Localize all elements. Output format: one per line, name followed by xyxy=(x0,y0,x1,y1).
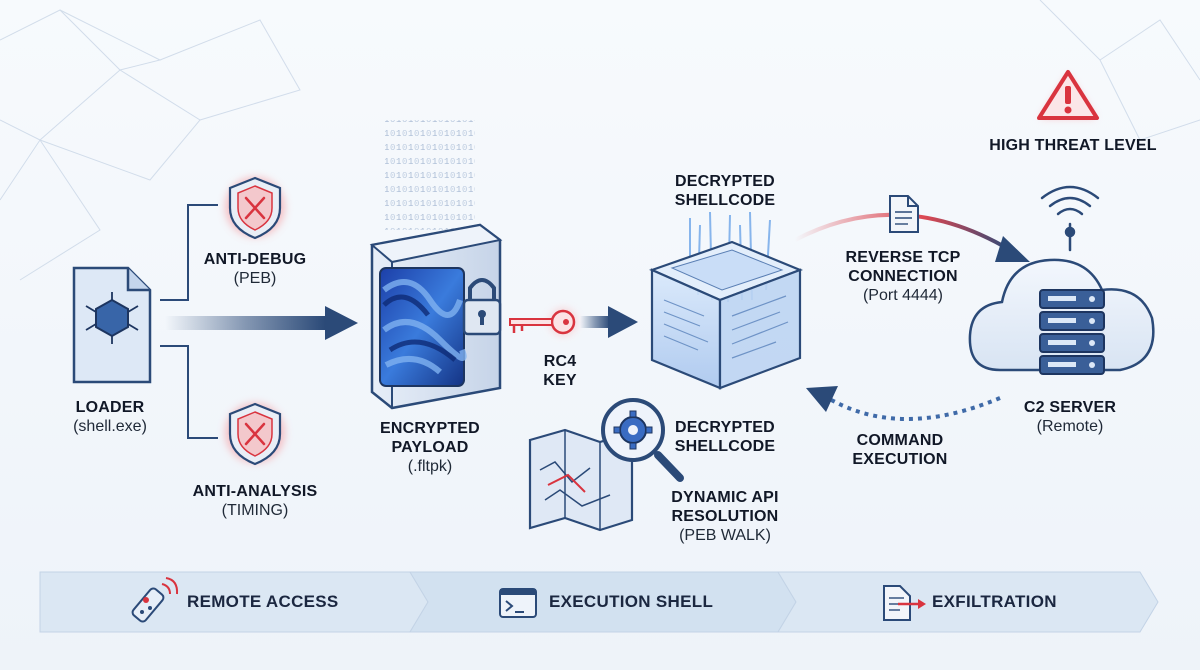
anti-analysis-shield-icon xyxy=(225,402,285,466)
anti-analysis-title: ANTI-ANALYSIS xyxy=(192,483,318,500)
flow-arrow-key-to-shellcode xyxy=(580,306,638,338)
anti-analysis-label: ANTI-ANALYSIS (TIMING) xyxy=(180,482,330,520)
command-execution-arrow xyxy=(806,386,1001,421)
decrypted-top-line-1: DECRYPTED xyxy=(675,173,775,190)
anti-debug-subtitle: (PEB) xyxy=(233,270,277,288)
warning-triangle-icon xyxy=(1037,70,1099,120)
reverse-tcp-label: REVERSE TCP CONNECTION (Port 4444) xyxy=(828,248,978,306)
remote-control-icon xyxy=(131,577,179,623)
threat-level-text: HIGH THREAT LEVEL xyxy=(989,137,1157,154)
encrypted-payload-title-1: ENCRYPTED xyxy=(380,420,480,437)
anti-analysis-subtitle: (TIMING) xyxy=(221,502,289,520)
anti-debug-shield-icon xyxy=(225,176,285,240)
encrypted-payload-box xyxy=(369,223,503,410)
padlock-icon xyxy=(462,278,502,336)
loader-label: LOADER (shell.exe) xyxy=(40,398,180,436)
rc4-key-label: RC4 KEY xyxy=(525,352,595,390)
decrypted-shellcode-cube xyxy=(649,240,804,390)
decrypted-bottom-line-2: SHELLCODE xyxy=(674,438,776,456)
reverse-tcp-line-2: CONNECTION xyxy=(848,268,958,286)
map-icon xyxy=(528,428,634,532)
loader-title: LOADER xyxy=(75,399,145,416)
stage-exfiltration: EXFILTRATION xyxy=(932,592,1057,611)
c2-server-label: C2 SERVER (Remote) xyxy=(1000,398,1140,436)
magnifier-gear-icon xyxy=(601,398,684,482)
anti-debug-label: ANTI-DEBUG (PEB) xyxy=(190,250,320,288)
decrypted-top-line-2: SHELLCODE xyxy=(674,192,776,210)
command-execution-label: COMMAND EXECUTION xyxy=(835,431,965,469)
c2-server-subtitle: (Remote) xyxy=(1036,418,1104,436)
loader-subtitle: (shell.exe) xyxy=(73,418,147,436)
loader-branch-lines xyxy=(160,204,218,439)
wifi-signal-icon xyxy=(1040,185,1100,252)
encrypted-payload-label: ENCRYPTED PAYLOAD (.fltpk) xyxy=(360,419,500,477)
terminal-icon xyxy=(499,588,537,618)
anti-debug-title: ANTI-DEBUG xyxy=(203,251,307,268)
c2-server-title: C2 SERVER xyxy=(1023,399,1117,416)
command-exec-line-1: COMMAND xyxy=(856,432,944,449)
stage-execution-shell: EXECUTION SHELL xyxy=(549,592,714,611)
threat-level-label: HIGH THREAT LEVEL xyxy=(978,136,1168,155)
dynamic-api-line-2: RESOLUTION xyxy=(671,508,779,526)
dynamic-api-subtitle: (PEB WALK) xyxy=(679,527,771,545)
dynamic-api-line-1: DYNAMIC API xyxy=(671,489,779,506)
background-network-lines xyxy=(0,0,1200,281)
document-export-icon xyxy=(883,585,926,621)
encrypted-payload-title-2: PAYLOAD xyxy=(391,439,469,457)
loader-file-icon xyxy=(72,266,152,384)
rc4-key-line-2: KEY xyxy=(543,372,577,390)
reverse-tcp-subtitle: (Port 4444) xyxy=(862,287,944,305)
encrypted-payload-subtitle: (.fltpk) xyxy=(407,458,453,476)
rc4-key-line-1: RC4 xyxy=(543,353,577,370)
stage-remote-access: REMOTE ACCESS xyxy=(187,592,339,611)
dynamic-api-label: DYNAMIC API RESOLUTION (PEB WALK) xyxy=(635,488,815,546)
decrypted-bottom-line-1: DECRYPTED xyxy=(675,419,775,436)
decrypted-shellcode-bottom-label: DECRYPTED SHELLCODE xyxy=(650,418,800,456)
flow-arrow-loader-to-payload xyxy=(165,306,358,340)
document-icon xyxy=(889,195,919,233)
command-exec-line-2: EXECUTION xyxy=(852,451,948,469)
decrypted-shellcode-top-label: DECRYPTED SHELLCODE xyxy=(650,172,800,210)
binary-data-stream xyxy=(385,120,475,230)
rc4-key-icon xyxy=(509,308,577,336)
reverse-tcp-line-1: REVERSE TCP xyxy=(845,249,961,266)
c2-server-cloud-icon xyxy=(968,258,1155,375)
